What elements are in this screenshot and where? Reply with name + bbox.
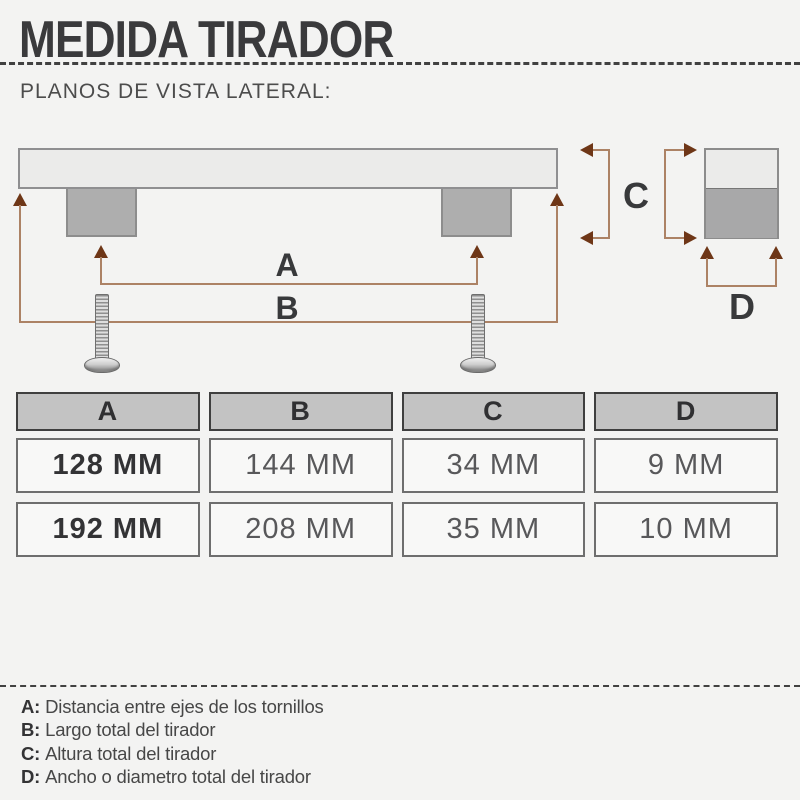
cell-c-value: 35 MM xyxy=(401,502,586,557)
cell-d-value: 9 MM xyxy=(594,438,778,493)
dim-d-right-line xyxy=(775,258,777,287)
frontview-bracket-vertical-line xyxy=(664,149,666,239)
front-view-body xyxy=(706,188,777,238)
column-header-a: A xyxy=(16,392,200,431)
legend-key-c: C: xyxy=(21,742,41,764)
legend-text-b: Largo total del tirador xyxy=(45,719,216,741)
dim-d-right-arrowhead-icon xyxy=(769,246,783,259)
handle-bar-side-view xyxy=(18,148,558,189)
legend-item-a: A:Distancia entre ejes de los tornillos xyxy=(21,695,324,718)
dim-b-baseline xyxy=(19,321,558,323)
dim-d-left-arrowhead-icon xyxy=(700,246,714,259)
dim-d-left-line xyxy=(706,258,708,287)
dim-a-label: A xyxy=(275,247,299,283)
page-title: MEDIDA TIRADOR xyxy=(19,11,394,69)
left-screw-head xyxy=(84,357,120,373)
legend-key-b: B: xyxy=(21,719,41,741)
top-dashed-divider xyxy=(0,62,800,65)
column-header-b: B xyxy=(208,392,393,431)
dim-b-left-line xyxy=(19,205,21,323)
dim-a-right-line xyxy=(476,257,478,285)
legend-key-d: D: xyxy=(21,766,41,788)
table-row: 128 MM 144 MM 34 MM 9 MM xyxy=(16,438,778,493)
legend: A:Distancia entre ejes de los tornillos … xyxy=(21,695,324,789)
handle-front-view xyxy=(704,148,779,239)
dim-d-label: D xyxy=(729,286,755,327)
right-screw-head xyxy=(460,357,496,373)
dim-c-top-arrowhead-icon xyxy=(580,143,593,157)
column-header-d: D xyxy=(594,392,778,431)
handle-left-post xyxy=(66,189,137,237)
cell-d-value: 10 MM xyxy=(594,502,778,557)
section-subtitle: PLANOS DE VISTA LATERAL: xyxy=(20,80,332,103)
legend-item-c: C:Altura total del tirador xyxy=(21,742,324,765)
legend-text-c: Altura total del tirador xyxy=(45,742,217,764)
dim-c-vertical-line xyxy=(608,149,610,239)
table-header-row: A B C D xyxy=(16,392,778,431)
front-view-cap xyxy=(706,150,777,188)
legend-item-d: D:Ancho o diametro total del tirador xyxy=(21,765,324,788)
cell-b-value: 208 MM xyxy=(208,502,393,557)
dim-a-right-arrowhead-icon xyxy=(470,245,484,258)
frontview-bracket-bottom-arrowhead-icon xyxy=(684,231,697,245)
bottom-dashed-divider xyxy=(0,685,800,687)
table-row: 192 MM 208 MM 35 MM 10 MM xyxy=(16,502,778,557)
legend-text-a: Distancia entre ejes de los tornillos xyxy=(45,696,324,717)
legend-key-a: A: xyxy=(21,696,41,717)
frontview-bracket-top-line xyxy=(664,149,684,151)
legend-item-b: B:Largo total del tirador xyxy=(21,718,324,741)
dim-a-baseline xyxy=(100,283,478,285)
handle-right-post xyxy=(441,189,512,237)
legend-text-d: Ancho o diametro total del tirador xyxy=(45,766,311,788)
cell-b-value: 144 MM xyxy=(208,438,393,493)
dim-a-left-line xyxy=(100,257,102,285)
right-screw-shaft xyxy=(471,294,485,361)
dim-b-left-arrowhead-icon xyxy=(13,193,27,206)
frontview-bracket-top-arrowhead-icon xyxy=(684,143,697,157)
cell-a-value: 128 MM xyxy=(16,438,200,493)
dim-d-baseline xyxy=(706,285,777,287)
dim-b-right-line xyxy=(556,205,558,323)
dim-a-left-arrowhead-icon xyxy=(94,245,108,258)
dim-c-bottom-arrowhead-icon xyxy=(580,231,593,245)
dim-b-right-arrowhead-icon xyxy=(550,193,564,206)
cell-c-value: 34 MM xyxy=(401,438,586,493)
column-header-c: C xyxy=(401,392,586,431)
dim-c-label: C xyxy=(623,175,649,216)
left-screw-shaft xyxy=(95,294,109,361)
measurement-table: A B C D 128 MM 144 MM 34 MM 9 MM 192 MM … xyxy=(16,392,778,557)
cell-a-value: 192 MM xyxy=(16,502,200,557)
dim-c-top-line xyxy=(591,149,610,151)
dim-c-bottom-line xyxy=(591,237,610,239)
frontview-bracket-bottom-line xyxy=(664,237,684,239)
dim-b-label: B xyxy=(275,290,299,326)
